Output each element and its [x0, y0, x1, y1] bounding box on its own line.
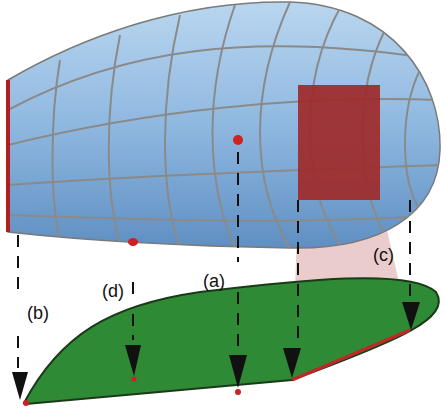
grid-lines	[8, 2, 440, 248]
footprint-points	[23, 377, 241, 407]
projection-lines	[18, 152, 410, 368]
arrow-cones	[12, 302, 420, 400]
callout-label: (b)	[27, 304, 49, 322]
callout-label: (d)	[102, 282, 124, 300]
rear-edge	[6, 80, 10, 232]
footprint-edge	[292, 330, 410, 380]
bottom-point	[128, 238, 138, 246]
center-point	[233, 135, 243, 145]
callout-label: (a)	[203, 272, 225, 290]
callout-label: (c)	[373, 246, 394, 264]
footprint	[24, 278, 439, 404]
blimp-body	[8, 2, 440, 248]
red-section	[298, 85, 380, 200]
